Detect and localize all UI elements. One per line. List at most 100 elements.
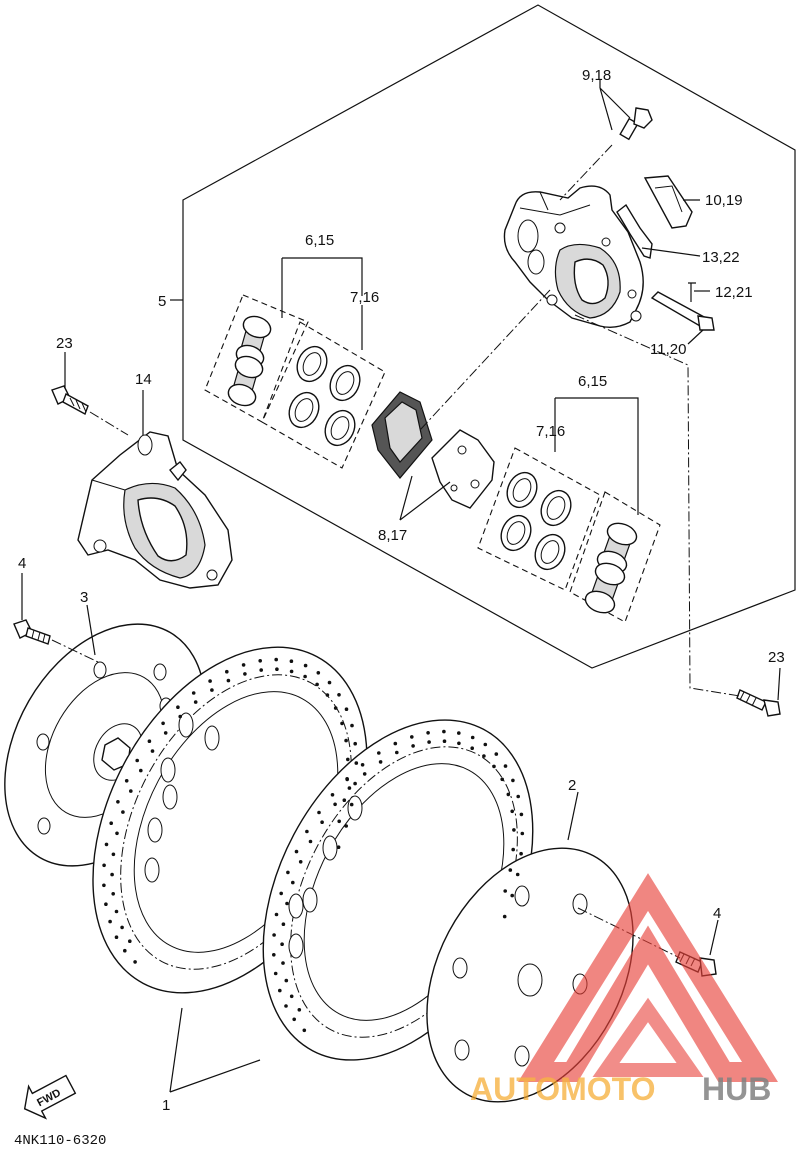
drill-hole: [115, 831, 119, 836]
drill-hole: [243, 672, 247, 676]
drill-hole: [516, 794, 520, 799]
drill-hole: [139, 768, 143, 773]
drill-hole: [344, 824, 349, 828]
drill-hole: [512, 828, 516, 832]
drill-hole: [483, 742, 488, 747]
drill-hole: [104, 842, 109, 847]
diagram-code: 4NK110-6320: [14, 1133, 106, 1149]
caliper-assembly-outline: [182, 4, 796, 669]
drill-hole: [337, 819, 342, 824]
label-23-left: 23: [56, 335, 73, 352]
label-1: 1: [162, 1097, 170, 1114]
drill-hole: [129, 789, 133, 793]
drill-hole: [281, 961, 285, 965]
drill-hole: [210, 688, 214, 692]
drill-hole: [503, 764, 508, 768]
drill-hole: [102, 863, 106, 868]
label-4-left: 4: [18, 555, 26, 572]
label-6-15-upper: 6,15: [305, 232, 334, 249]
label-10-19: 10,19: [705, 192, 743, 209]
label-3: 3: [80, 589, 88, 606]
piston-kit-upper: [204, 294, 386, 469]
drill-hole: [349, 802, 354, 807]
drill-hole: [500, 777, 505, 782]
drill-hole: [272, 953, 276, 957]
drill-hole: [109, 821, 113, 825]
drill-hole: [289, 659, 294, 663]
drill-hole: [120, 925, 124, 930]
drill-hole: [344, 738, 348, 743]
drill-hole: [320, 820, 324, 824]
drill-hole: [124, 779, 129, 783]
drill-hole: [519, 812, 524, 817]
watermark-text-left: AUTOMOTO: [470, 1071, 655, 1107]
drill-hole: [457, 741, 461, 746]
drill-hole: [114, 909, 119, 914]
piston-kit-lower: [477, 447, 661, 623]
drill-hole: [333, 802, 337, 807]
bolt-4-left: [13, 619, 51, 645]
drill-hole: [285, 901, 289, 906]
drill-hole: [410, 735, 414, 739]
drill-hole: [275, 667, 279, 671]
label-7-16-lower: 7,16: [536, 423, 565, 440]
drill-hole: [347, 786, 352, 790]
drill-hole: [362, 772, 367, 776]
drill-hole: [111, 892, 115, 896]
drill-hole: [340, 721, 344, 726]
drill-hole: [442, 739, 447, 743]
drill-hole: [354, 761, 359, 765]
label-23-right: 23: [768, 649, 785, 666]
drill-hole: [503, 889, 508, 893]
drill-hole: [274, 912, 279, 917]
drill-hole: [510, 893, 514, 898]
drill-hole: [333, 706, 338, 710]
disc-drill-holes: [102, 657, 525, 1033]
drill-hole: [510, 809, 514, 814]
drill-hole: [315, 682, 319, 687]
drill-hole: [492, 764, 496, 769]
drill-hole: [284, 978, 289, 983]
drill-hole: [344, 707, 349, 711]
drill-hole: [303, 663, 308, 668]
drill-hole: [482, 754, 486, 758]
drill-hole: [298, 860, 303, 864]
drill-hole: [426, 731, 430, 735]
drill-hole: [360, 763, 365, 767]
drill-hole: [273, 971, 278, 976]
drill-hole: [327, 680, 332, 685]
drill-hole: [114, 935, 119, 939]
label-14: 14: [135, 371, 152, 388]
drill-hole: [317, 810, 321, 815]
drill-hole: [150, 749, 155, 753]
assembly-center-lines: [51, 144, 741, 959]
drill-hole: [353, 781, 357, 786]
drill-hole: [193, 700, 198, 704]
drill-hole: [133, 960, 137, 964]
label-2: 2: [568, 777, 576, 794]
drill-hole: [272, 933, 276, 937]
drill-hole: [427, 740, 431, 744]
left-caliper: [77, 431, 233, 589]
drill-hole: [121, 810, 125, 814]
drill-hole: [259, 668, 264, 672]
drill-hole: [225, 669, 229, 674]
label-12-21: 12,21: [715, 284, 753, 301]
label-8-17: 8,17: [378, 527, 407, 544]
drill-hole: [297, 1008, 302, 1012]
drill-hole: [292, 1017, 297, 1022]
drill-hole: [346, 757, 350, 762]
drill-hole: [281, 922, 286, 926]
drill-hole: [303, 674, 307, 679]
bolt-23-right: [736, 689, 781, 717]
drill-hole: [289, 669, 294, 674]
drill-hole: [337, 693, 341, 697]
drill-hole: [350, 723, 354, 728]
label-5: 5: [158, 293, 166, 310]
drill-hole: [502, 914, 507, 919]
label-6-15-lower: 6,15: [578, 373, 607, 390]
watermark-text-right: HUB: [702, 1071, 771, 1107]
drill-hole: [123, 948, 127, 953]
drill-hole: [289, 994, 294, 999]
